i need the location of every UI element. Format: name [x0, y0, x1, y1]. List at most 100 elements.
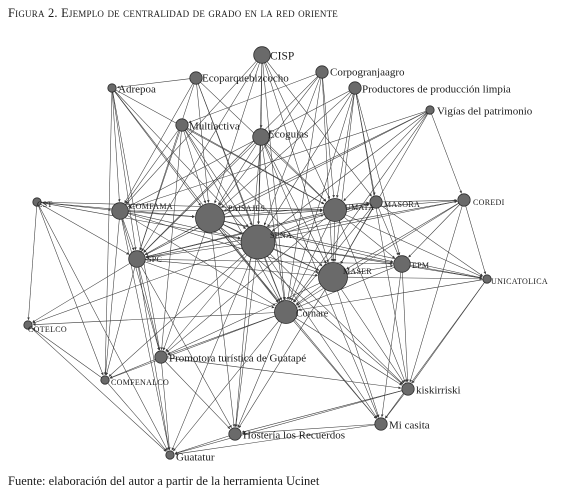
edge-umata-epm — [343, 216, 396, 259]
edge-spc-epm — [145, 258, 393, 266]
edge-cisp-ecoguias — [259, 63, 263, 128]
node-label-ecoparque: Ecoparquebizcocho — [202, 73, 289, 85]
edge-adrepoa-comfama — [112, 92, 121, 202]
edge-ecoguias-spc — [143, 142, 256, 253]
node-label-corpogranjaagro: Corpogranjaagro — [330, 67, 405, 79]
edge-cisp-umata — [265, 62, 330, 199]
edge-corpogranjaagro-paisajes — [219, 76, 319, 206]
edge-coredi-maser — [346, 202, 459, 270]
edge-paisajes-spc — [144, 224, 198, 255]
node-cornare — [274, 300, 298, 324]
edge-maser-epm — [347, 264, 394, 275]
edge-sena-guatatur — [171, 257, 252, 451]
node-label-cisp: CISP — [270, 51, 294, 63]
node-cotelco — [23, 320, 33, 330]
edge-adrepoa-umata — [115, 89, 325, 205]
edge-sena-maser — [273, 248, 320, 271]
edge-cornare-cotelco — [32, 312, 275, 326]
node-promotora — [154, 350, 168, 364]
edge-cst-sena — [41, 202, 241, 240]
edge-coredi-unicatolica — [465, 205, 487, 275]
edge-promotora-guatatur — [161, 363, 171, 451]
node-multiactiva — [175, 118, 189, 132]
node-paisajes — [195, 203, 225, 233]
edge-sena-umata — [273, 214, 324, 236]
edge-umata-coredi — [346, 199, 458, 210]
edge-spc-comfenalco — [105, 266, 136, 376]
node-label-vigias: Vigías del patrimonio — [437, 106, 533, 118]
edge-epm-micasita — [380, 272, 402, 418]
edge-maser-micasita — [337, 290, 380, 418]
edge-corpogranjaagro-cornare — [286, 78, 322, 300]
nodes-layer — [23, 46, 492, 460]
edge-comfama-comfenalco — [104, 219, 120, 376]
edge-cst-spc — [40, 203, 130, 255]
node-label-spc: SPC — [147, 255, 162, 264]
edge-multiactiva-umata — [187, 127, 325, 205]
edge-promotora-comfenalco — [109, 359, 156, 379]
edge-umata-unicatolica — [345, 214, 483, 278]
edge-hosteria-guatatur — [174, 435, 230, 454]
edge-multiactiva-maser — [186, 129, 323, 267]
edge-vigias-coredi — [431, 113, 462, 194]
node-label-ecoguias: Ecoguias — [268, 129, 308, 141]
edge-productores-maser — [333, 94, 355, 262]
edge-spc-promotora — [138, 267, 161, 351]
edge-kiskirriski-micasita — [385, 393, 405, 419]
node-label-masora: MASORA — [384, 200, 420, 209]
edge-ecoguias-paisajes — [218, 143, 257, 206]
edge-ecoguias-hosteria — [234, 145, 261, 428]
edge-cisp-masora — [266, 61, 372, 197]
node-label-coredi: COREDI — [473, 198, 505, 207]
edge-ecoguias-sena — [257, 145, 262, 225]
edge-adrepoa-spc — [112, 92, 137, 251]
edge-umata-maser — [332, 221, 335, 262]
edge-maser-cornare — [295, 285, 322, 305]
node-unicatolica — [482, 274, 492, 284]
edge-cisp-paisajes — [214, 62, 260, 204]
edge-paisajes-hosteria — [211, 232, 236, 428]
edge-spc-maser — [145, 259, 318, 277]
edge-corpogranjaagro-sena — [263, 77, 321, 226]
edge-paisajes-cornare — [218, 229, 279, 303]
edge-spc-hosteria — [140, 266, 232, 428]
edge-vigias-sena — [272, 112, 427, 232]
edge-multiactiva-spc — [139, 130, 181, 251]
edge-comfenalco-guatatur — [107, 383, 167, 452]
edge-unicatolica-cornare — [298, 279, 483, 311]
edge-vigias-spc — [145, 111, 427, 256]
edge-cornare-promotora — [167, 315, 276, 356]
edge-promotora-hosteria — [165, 361, 231, 429]
edge-cst-guatatur — [38, 205, 168, 451]
node-maser — [318, 262, 348, 292]
node-umata — [323, 198, 347, 222]
edge-spc-cornare — [144, 261, 275, 309]
node-label-guatatur: Guatatur — [176, 452, 215, 464]
edge-multiactiva-comfama — [125, 129, 179, 204]
edge-cst-comfenalco — [38, 205, 104, 376]
edge-maser-promotora — [167, 282, 321, 355]
edge-cst-comfama — [41, 202, 112, 212]
edge-umata-kiskirriski — [339, 220, 406, 383]
edge-sena-micasita — [267, 255, 378, 419]
edge-productores-umata — [336, 94, 355, 198]
edge-sena-spc — [145, 244, 242, 259]
node-ecoparque — [189, 71, 203, 85]
edge-kiskirriski-hosteria — [241, 390, 403, 433]
edge-cornare-guatatur — [173, 320, 280, 452]
edge-cisp-comfama — [126, 60, 257, 205]
edge-masora-maser — [340, 207, 374, 264]
edge-kiskirriski-guatatur — [174, 390, 403, 455]
edge-spc-guatatur — [138, 267, 171, 451]
edge-sena-cornare — [264, 257, 282, 301]
edge-cornare-hosteria — [237, 322, 282, 428]
edge-vigias-paisajes — [223, 111, 427, 212]
node-label-cst: CST — [37, 200, 53, 209]
edge-multiactiva-sena — [185, 130, 249, 228]
node-label-kiskirriski: kiskirriski — [416, 385, 461, 397]
edge-masora-cornare — [293, 206, 373, 303]
node-label-umata: UMATA — [345, 203, 374, 212]
edge-comfama-sena — [128, 212, 241, 239]
edge-cornare-micasita — [293, 320, 377, 419]
